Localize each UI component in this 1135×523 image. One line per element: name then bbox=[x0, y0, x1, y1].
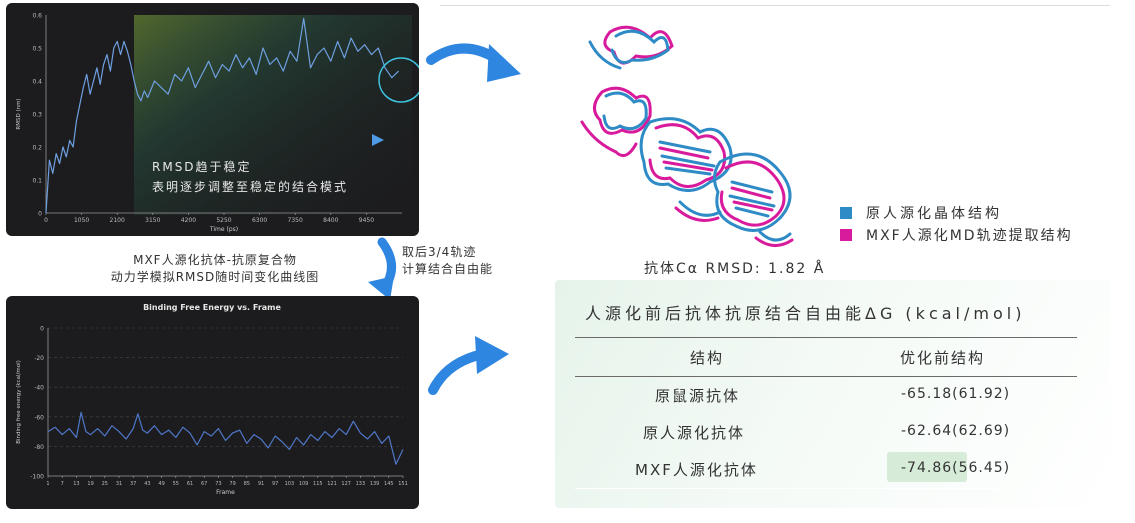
rmsd-annotation-line1: RMSD趋于稳定 bbox=[152, 160, 252, 174]
x-tick-label: 13 bbox=[73, 481, 79, 487]
y-tick-label: 0.2 bbox=[32, 145, 42, 152]
rmsd-caption-line2: 动力学模拟RMSD随时间变化曲线图 bbox=[110, 270, 320, 284]
x-tick-label: 8400 bbox=[323, 217, 338, 224]
table-row-value-mxf: -74.86(56.45) bbox=[901, 460, 1011, 476]
x-tick-label: 19 bbox=[87, 481, 93, 487]
x-tick-label: 1 bbox=[46, 481, 49, 487]
y-tick-label: 0 bbox=[40, 326, 44, 333]
x-tick-label: 7 bbox=[61, 481, 64, 487]
legend-swatch-icon bbox=[840, 207, 852, 219]
x-tick-label: 37 bbox=[130, 481, 136, 487]
legend-swatch-icon bbox=[840, 229, 852, 241]
x-tick-label: 73 bbox=[215, 481, 221, 487]
x-axis-label: Frame bbox=[216, 489, 235, 496]
x-tick-label: 127 bbox=[341, 481, 351, 487]
y-tick-label: 0.3 bbox=[32, 112, 42, 119]
table-header-structure: 结构 bbox=[690, 349, 725, 367]
binding-energy-table: 人源化前后抗体抗原结合自由能ΔG (kcal/mol) 结构 优化前结构 原鼠源… bbox=[555, 280, 1110, 508]
y-tick-label: 0.6 bbox=[32, 13, 42, 20]
arrow-right-top-icon bbox=[426, 43, 521, 82]
legend-label-crystal: 原人源化晶体结构 bbox=[866, 206, 1002, 222]
rmsd-chart: 0 0.1 0.2 0.3 0.4 0.5 0.6 0 1050 2100 3150 4200 5250… bbox=[16, 13, 419, 233]
x-tick-label: 97 bbox=[272, 481, 278, 487]
down-arrow-icon bbox=[368, 237, 396, 300]
table-bottom-rule bbox=[575, 488, 1077, 489]
x-tick-label: 55 bbox=[173, 481, 179, 487]
series-line bbox=[47, 411, 404, 465]
x-tick-label: 145 bbox=[384, 481, 394, 487]
rmsd-caption: MXF人源化抗体-抗原复合物 动力学模拟RMSD随时间变化曲线图 bbox=[60, 252, 370, 286]
x-tick-label: 5250 bbox=[216, 217, 231, 224]
y-tick-label: 0.4 bbox=[32, 79, 42, 86]
x-tick-label: 103 bbox=[285, 481, 295, 487]
table-row-label-mouse: 原鼠源抗体 bbox=[655, 387, 741, 405]
table-header-before: 优化前结构 bbox=[900, 349, 986, 367]
x-tick-label: 3150 bbox=[145, 217, 160, 224]
x-tick-label: 25 bbox=[102, 481, 108, 487]
arrow-caption-line1: 取后3/4轨迹 bbox=[402, 245, 477, 259]
table-row-value-mouse: -65.18(61.92) bbox=[901, 386, 1011, 402]
structure-rmsd-label: 抗体Cα RMSD: 1.82 Å bbox=[644, 261, 826, 277]
x-tick-label: 85 bbox=[244, 481, 250, 487]
table-row-label-humanized: 原人源化抗体 bbox=[643, 424, 746, 442]
x-axis-label: Time (ps) bbox=[209, 226, 238, 233]
y-axis-label: RMSD (nm) bbox=[16, 98, 22, 129]
y-tick-label: -20 bbox=[34, 355, 44, 362]
structure-legend: 原人源化晶体结构 MXF人源化MD轨迹提取结构 bbox=[840, 202, 1073, 246]
legend-item-crystal: 原人源化晶体结构 bbox=[840, 202, 1073, 224]
table-top-rule bbox=[575, 337, 1077, 338]
rmsd-annotation-line2: 表明逐步调整至稳定的结合模式 bbox=[152, 180, 349, 194]
x-tick-label: 121 bbox=[327, 481, 337, 487]
table-title: 人源化前后抗体抗原结合自由能ΔG (kcal/mol) bbox=[585, 304, 1026, 323]
top-divider bbox=[440, 5, 1110, 6]
x-tick-label: 139 bbox=[370, 481, 380, 487]
y-tick-label: 0 bbox=[38, 211, 42, 218]
y-tick-label: 0.5 bbox=[32, 46, 42, 53]
y-tick-label: -80 bbox=[34, 444, 44, 451]
y-tick-label: 0.1 bbox=[32, 178, 42, 185]
x-tick-label: 49 bbox=[158, 481, 164, 487]
table-row-value-humanized: -62.64(62.69) bbox=[901, 423, 1011, 439]
table-row-label-mxf: MXF人源化抗体 bbox=[635, 461, 758, 479]
legend-item-md: MXF人源化MD轨迹提取结构 bbox=[840, 224, 1073, 246]
binding-energy-panel: Binding Free Energy vs. Frame 0 -20 -40 -60… bbox=[6, 296, 419, 509]
x-tick-label: 1050 bbox=[74, 217, 89, 224]
x-tick-label: 0 bbox=[44, 217, 48, 224]
binding-chart-title: Binding Free Energy vs. Frame bbox=[143, 303, 281, 312]
x-tick-label: 151 bbox=[398, 481, 408, 487]
arrow-caption: 取后3/4轨迹 计算结合自由能 bbox=[402, 244, 552, 278]
arrow-right-bottom-icon bbox=[428, 336, 509, 395]
x-tick-label: 79 bbox=[229, 481, 235, 487]
x-tick-label: 6300 bbox=[252, 217, 267, 224]
table-header-rule bbox=[575, 376, 1077, 377]
x-tick-label: 91 bbox=[258, 481, 264, 487]
y-tick-label: -60 bbox=[34, 414, 44, 421]
arrow-caption-line2: 计算结合自由能 bbox=[402, 262, 494, 276]
x-tick-label: 7350 bbox=[288, 217, 303, 224]
table-highlight bbox=[887, 452, 967, 482]
binding-energy-chart: Binding Free Energy vs. Frame 0 -20 -40 -60… bbox=[16, 303, 408, 496]
y-tick-label: -100 bbox=[30, 474, 44, 481]
series-line bbox=[45, 17, 400, 214]
x-tick-label: 115 bbox=[313, 481, 323, 487]
x-tick-label: 109 bbox=[299, 481, 309, 487]
x-tick-label: 4200 bbox=[181, 217, 196, 224]
x-tick-label: 61 bbox=[187, 481, 193, 487]
x-tick-label: 133 bbox=[356, 481, 366, 487]
rmsd-chart-panel: 0 0.1 0.2 0.3 0.4 0.5 0.6 0 1050 2100 3150 4200 5250… bbox=[6, 3, 419, 236]
x-tick-label: 43 bbox=[144, 481, 150, 487]
x-tick-label: 9450 bbox=[359, 217, 374, 224]
rmsd-caption-line1: MXF人源化抗体-抗原复合物 bbox=[133, 253, 297, 267]
legend-label-md: MXF人源化MD轨迹提取结构 bbox=[866, 228, 1073, 244]
y-tick-label: -40 bbox=[34, 385, 44, 392]
x-tick-label: 67 bbox=[201, 481, 207, 487]
y-axis-label: Binding free energy (kcal/mol) bbox=[16, 360, 22, 444]
protein-structure-image bbox=[580, 25, 794, 247]
x-tick-label: 31 bbox=[116, 481, 122, 487]
x-tick-label: 2100 bbox=[110, 217, 125, 224]
